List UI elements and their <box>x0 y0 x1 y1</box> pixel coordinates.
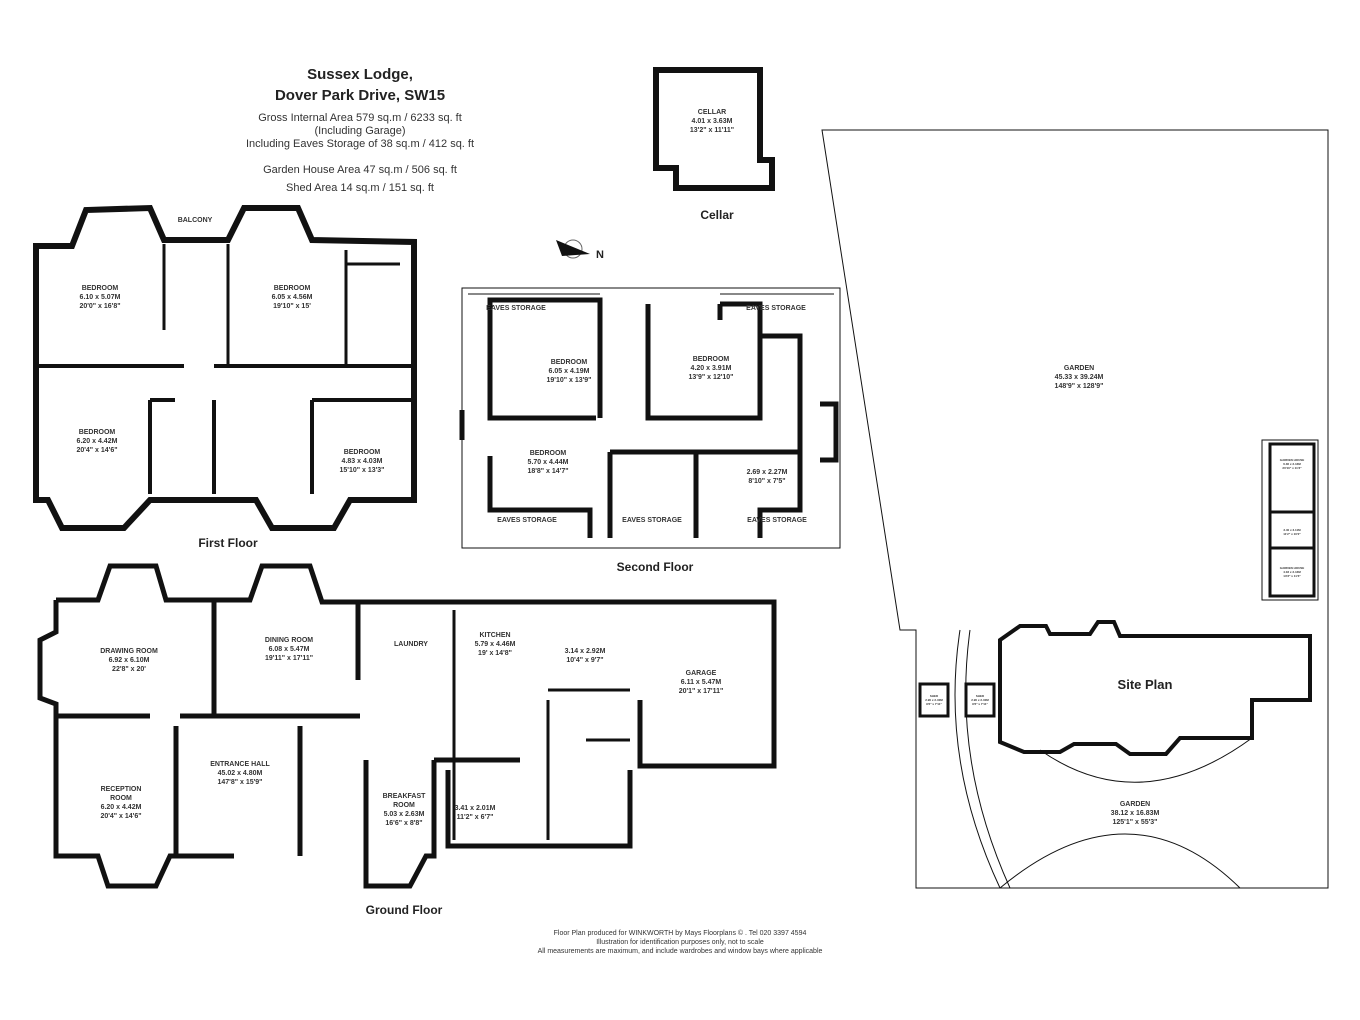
floor-label-ground: Ground Floor <box>365 903 443 917</box>
garden-house-block <box>1268 442 1316 598</box>
garden-house-area: Garden House Area 47 sq.m / 506 sq. ft <box>263 164 457 176</box>
room-label-eaves-storage-3: EAVES STORAGE <box>497 517 557 524</box>
room-label-bedroom-sf-1: BEDROOM 6.05 x 4.19M 19'10" x 13'9" <box>546 359 592 384</box>
room-label-kitchen: KITCHEN 5.79 x 4.46M 19' x 14'8" <box>474 632 516 657</box>
first-floor-walls <box>33 204 417 531</box>
compass-icon <box>556 239 590 259</box>
including-garage-note: (Including Garage) <box>314 125 406 137</box>
room-label-shed-2: SHED 2.90 x 2.40M 9'6" x 7'11" <box>971 694 989 706</box>
shed-left <box>918 682 950 718</box>
floor-label-second: Second Floor <box>616 560 694 574</box>
room-label-drawing-room: DRAWING ROOM 6.92 x 6.10M 22'8" x 20' <box>100 648 158 673</box>
room-label-reception-room: RECEPTION ROOM 6.20 x 4.42M 20'4" x 14'6… <box>100 786 142 820</box>
room-label-laundry: LAUNDRY <box>394 641 428 648</box>
footer-credit: Floor Plan produced for WINKWORTH by May… <box>553 930 807 937</box>
floor-label-cellar: Cellar <box>700 208 734 222</box>
room-label-bedroom-sf-2: BEDROOM 4.20 x 3.91M 13'9" x 12'10" <box>688 356 734 381</box>
eaves-storage-area: Including Eaves Storage of 38 sq.m / 412… <box>245 138 475 150</box>
site-house-outline <box>998 620 1312 756</box>
cellar-walls <box>653 67 775 191</box>
property-title-line2: Dover Park Drive, SW15 <box>274 87 446 104</box>
room-label-dining-room: DINING ROOM 6.08 x 5.47M 19'11" x 17'11" <box>264 637 314 662</box>
room-label-utility: 3.41 x 2.01M 11'2" x 6'7" <box>454 805 496 821</box>
second-floor-walls <box>459 297 839 538</box>
footer-disclaimer: Illustration for identification purposes… <box>596 939 764 946</box>
room-label-garden-house-mid: 3.40 x 3.11M 11'2" x 10'2" <box>1283 528 1301 536</box>
site-boundary <box>821 129 1329 889</box>
room-label-eaves-storage-5: EAVES STORAGE <box>747 517 807 524</box>
room-label-garden-front: GARDEN 38.12 x 16.83M 125'1" x 55'3" <box>1110 801 1160 826</box>
room-label-sf-small: 2.69 x 2.27M 8'10" x 7'5" <box>746 469 788 485</box>
room-label-bedroom-4: BEDROOM 4.83 x 4.03M 15'10" x 13'3" <box>339 449 385 474</box>
ground-floor-walls <box>37 563 777 889</box>
room-label-bedroom-sf-3: BEDROOM 5.70 x 4.44M 18'8" x 14'7" <box>527 450 569 475</box>
room-label-shed-1: SHED 2.90 x 2.40M 9'6" x 7'11" <box>925 694 943 706</box>
room-label-bedroom-2: BEDROOM 6.05 x 4.56M 19'10" x 15' <box>271 285 313 310</box>
gross-internal-area: Gross Internal Area 579 sq.m / 6233 sq. … <box>258 112 462 124</box>
floor-label-first: First Floor <box>198 536 258 550</box>
room-label-cellar: CELLAR 4.01 x 3.63M 13'2" x 11'11" <box>689 109 735 134</box>
room-label-garden-main: GARDEN 45.33 x 39.24M 148'9" x 128'9" <box>1054 365 1104 390</box>
room-label-garden-house-2: GARDEN HOUSE 4.03 x 3.44M 13'3" x 11'3" <box>1279 566 1305 578</box>
property-title-line1: Sussex Lodge, <box>307 66 413 83</box>
footer-measurements-note: All measurements are maximum, and includ… <box>537 948 823 955</box>
room-label-garden-house-1: GARDEN HOUSE 6.36 x 3.44M 20'10" x 11'3" <box>1279 458 1305 470</box>
room-label-bedroom-3: BEDROOM 6.20 x 4.42M 20'4" x 14'6" <box>76 429 118 454</box>
room-label-bedroom-1: BEDROOM 6.10 x 5.07M 20'0" x 16'8" <box>79 285 121 310</box>
room-label-breakfast-room: BREAKFAST ROOM 5.03 x 2.63M 16'6" x 8'8" <box>382 793 426 827</box>
compass-north-label: N <box>596 249 604 261</box>
room-label-entrance-hall: ENTRANCE HALL 45.02 x 4.80M 147'8" x 15'… <box>210 761 270 786</box>
room-label-kitchen-extension: 3.14 x 2.92M 10'4" x 9'7" <box>564 648 606 664</box>
room-label-eaves-storage-4: EAVES STORAGE <box>622 517 682 524</box>
room-label-garage: GARAGE 6.11 x 5.47M 20'1" x 17'11" <box>678 670 724 695</box>
shed-area: Shed Area 14 sq.m / 151 sq. ft <box>286 182 434 194</box>
site-plan-label: Site Plan <box>1117 677 1173 692</box>
room-label-eaves-storage-2: EAVES STORAGE <box>746 305 806 312</box>
room-label-balcony: BALCONY <box>177 217 213 224</box>
shed-right <box>964 682 996 718</box>
room-label-eaves-storage-1: EAVES STORAGE <box>486 305 546 312</box>
